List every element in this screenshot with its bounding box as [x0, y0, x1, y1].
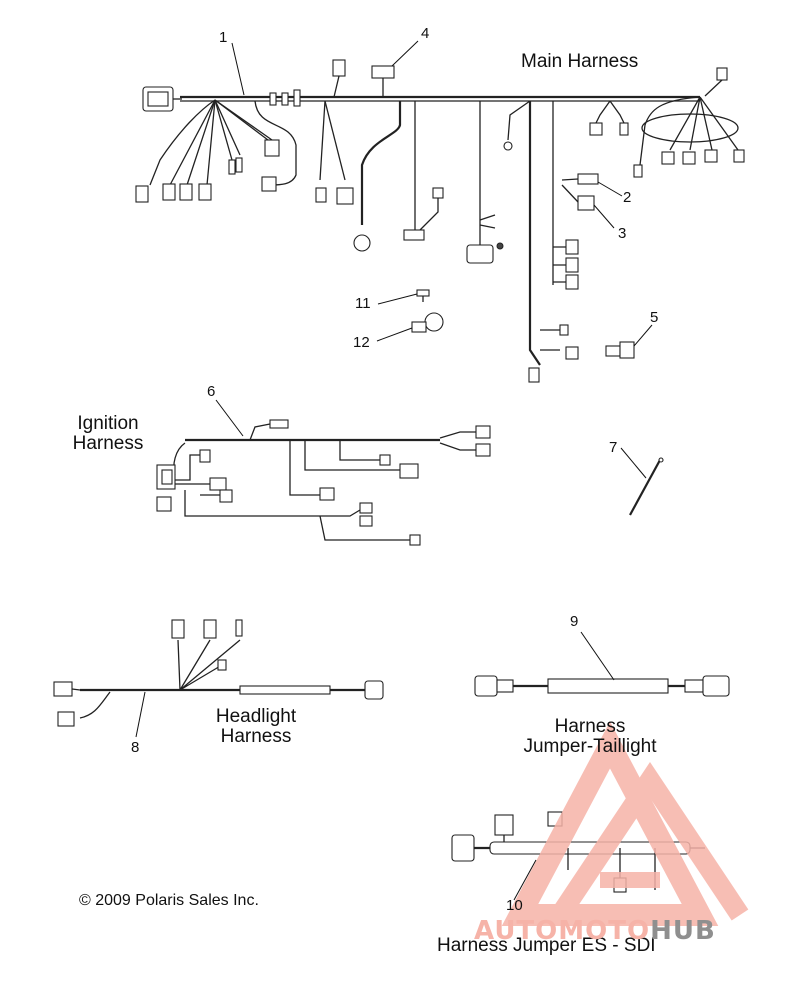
callout-4: 4	[421, 25, 430, 42]
callout-1: 1	[219, 29, 228, 46]
taillight-jumper-title-line1: Harness	[554, 716, 626, 737]
headlight-harness-drawing	[53, 619, 384, 738]
main-harness-drawing	[135, 40, 745, 383]
taillight-jumper-title: Harness Jumper-Taillight	[505, 717, 675, 757]
callout-6: 6	[207, 383, 216, 400]
callout-12: 12	[353, 334, 370, 351]
callout-11: 11	[355, 295, 371, 312]
watermark-text-part2: HUB	[650, 916, 716, 946]
automotohub-logo	[501, 721, 749, 926]
headlight-harness-title-line1: Headlight	[215, 706, 297, 727]
callout-3: 3	[618, 225, 627, 242]
callout-10: 10	[506, 897, 523, 914]
copyright-notice: © 2009 Polaris Sales Inc.	[79, 892, 259, 909]
callout-9: 9	[570, 613, 579, 630]
callout-5: 5	[650, 309, 659, 326]
es-sdi-jumper-drawing	[451, 811, 705, 901]
headlight-harness-title-line2: Harness	[220, 725, 292, 747]
taillight-jumper-title-line2: Jumper-Taillight	[523, 735, 657, 757]
callout-7: 7	[609, 439, 618, 456]
headlight-harness-title: Headlight Harness	[206, 707, 306, 747]
ignition-harness-drawing	[156, 399, 491, 546]
taillight-jumper-drawing	[474, 631, 730, 697]
watermark-text-part1: AUTOMOTO	[474, 916, 651, 946]
callout-8: 8	[131, 739, 140, 756]
small-parts-drawing	[376, 289, 664, 516]
es-sdi-jumper-title: Harness Jumper ES - SDI	[437, 935, 656, 956]
main-harness-title: Main Harness	[521, 51, 639, 72]
ignition-harness-title-line2: Harness	[72, 432, 144, 454]
ignition-harness-title: Ignition Harness	[66, 414, 150, 454]
watermark-text: AUTOMOTOHUB	[474, 916, 716, 946]
ignition-harness-title-line1: Ignition	[77, 413, 139, 434]
callout-2: 2	[623, 189, 632, 206]
